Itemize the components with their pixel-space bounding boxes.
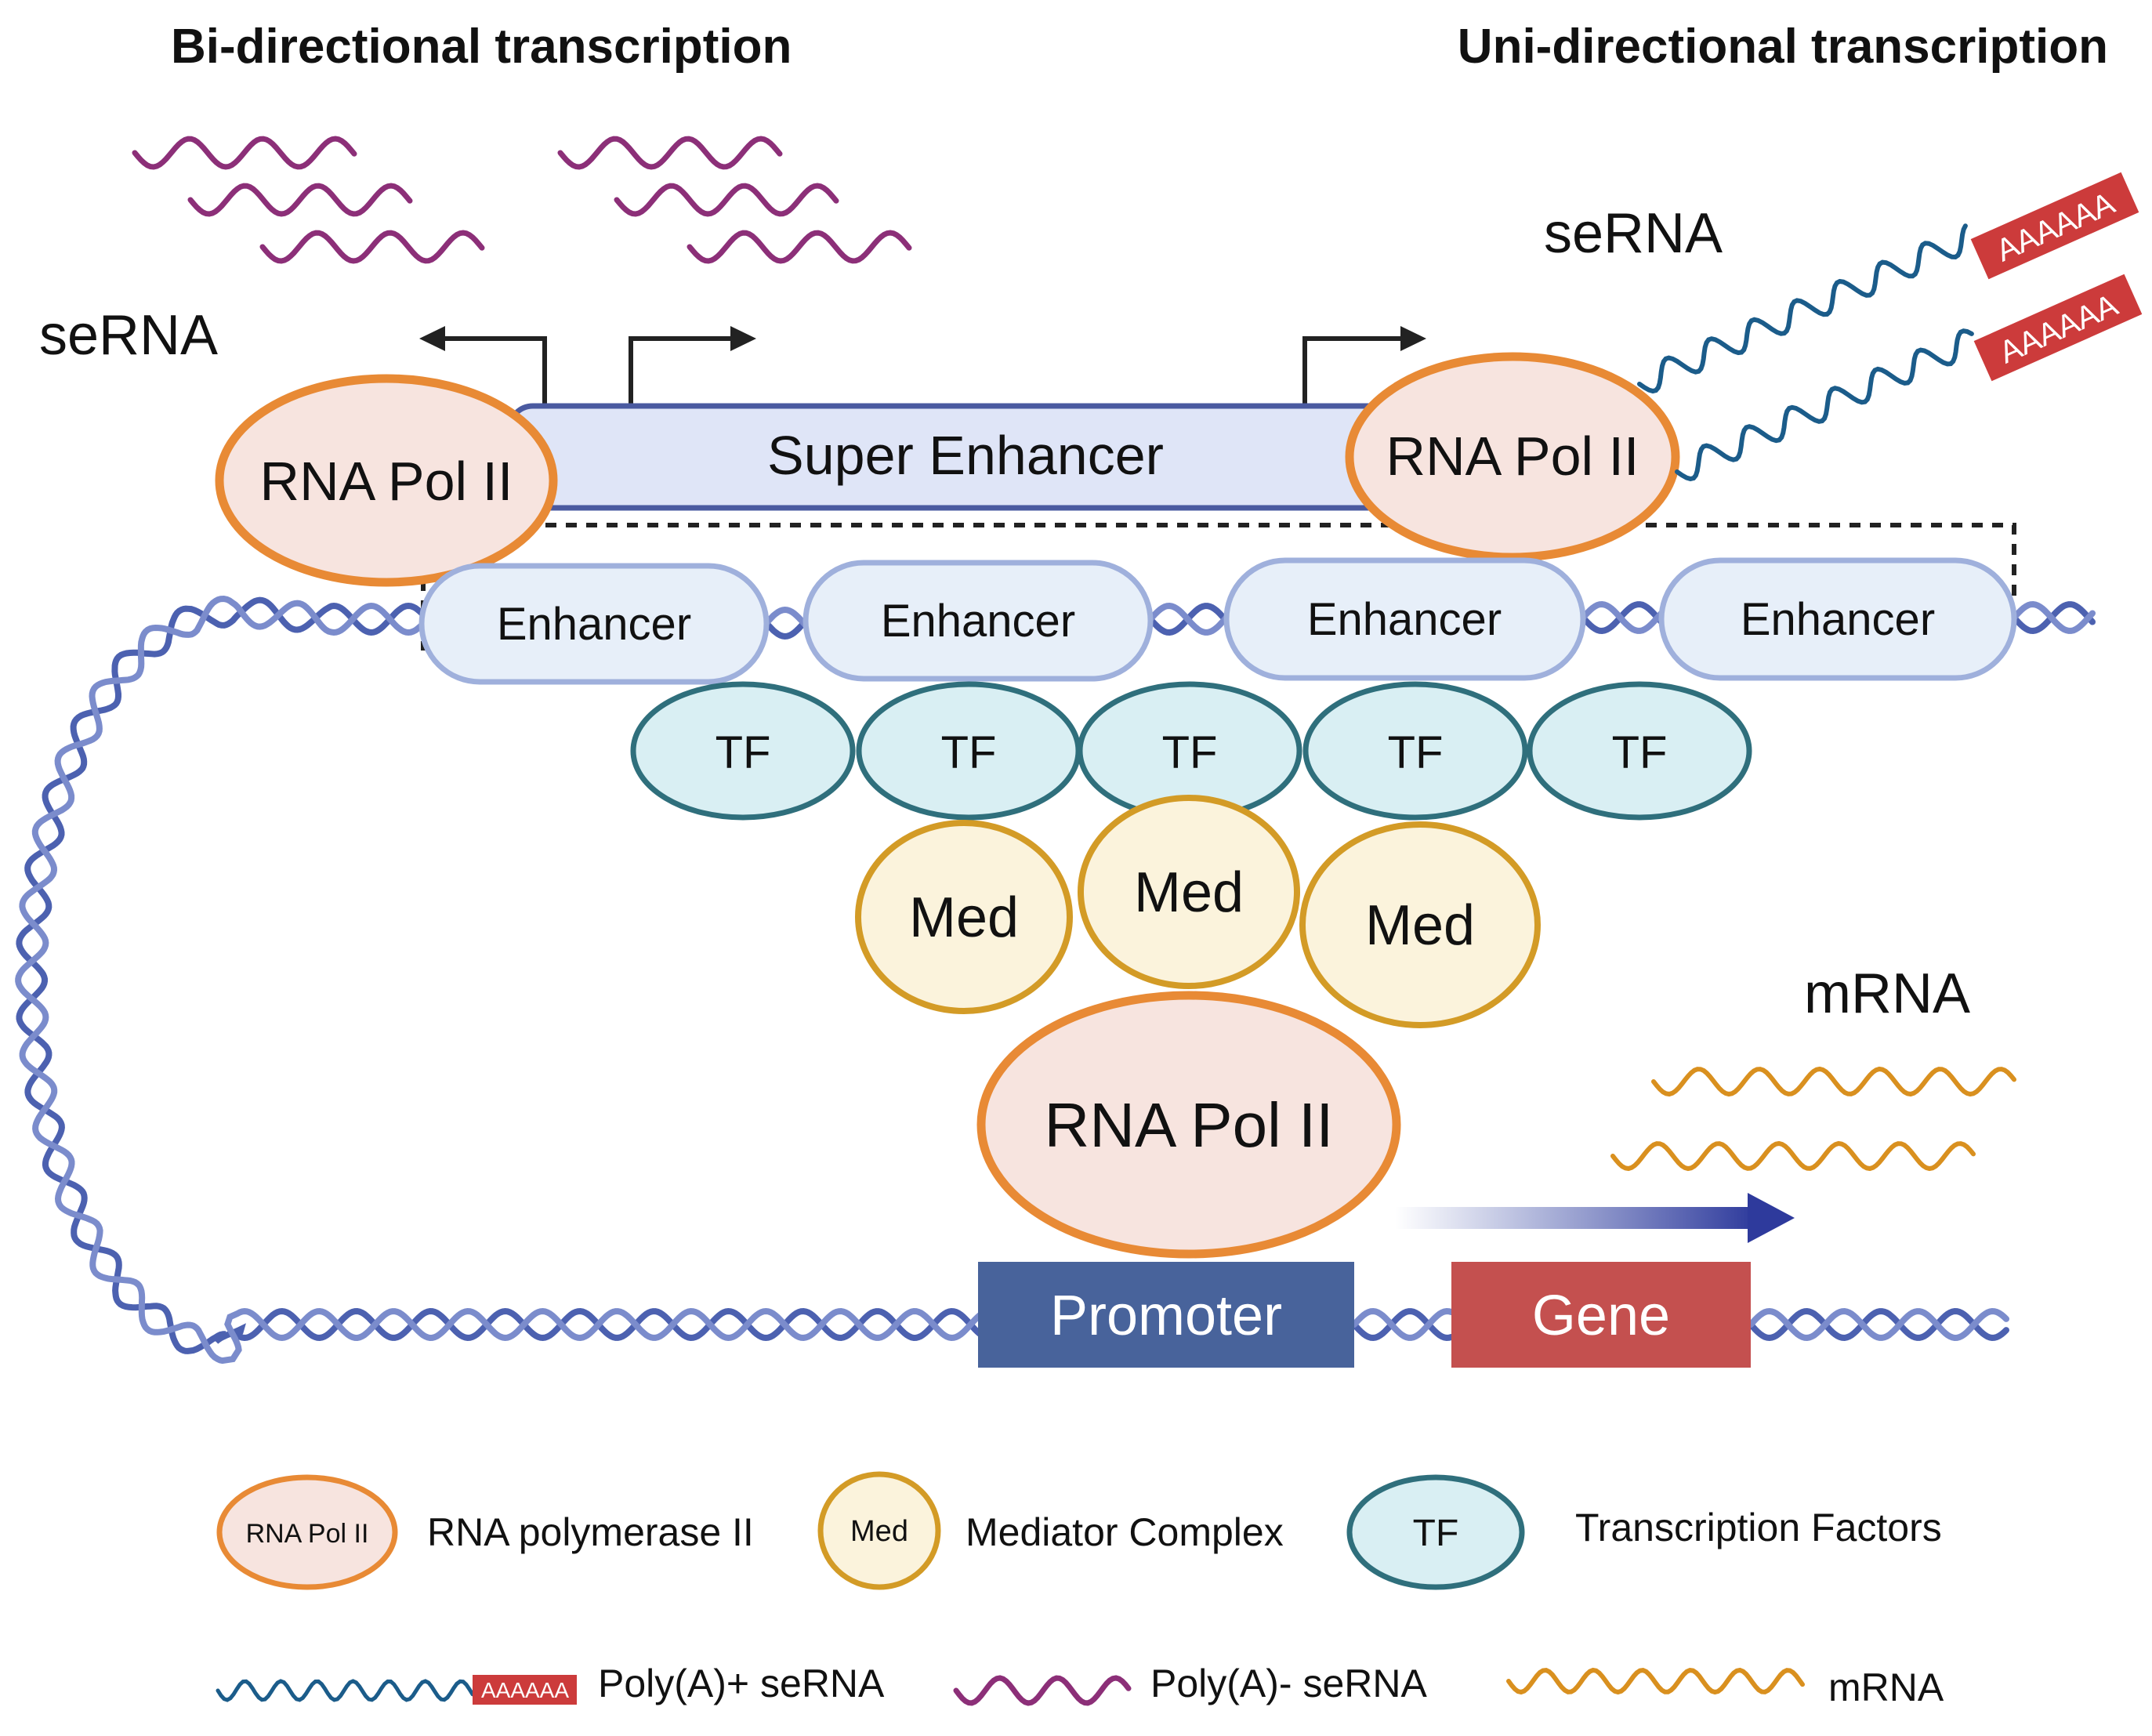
dna-right-end-strand-2 xyxy=(2011,600,2096,634)
tf-4: TF xyxy=(1302,681,1528,821)
promoter-box: Promoter xyxy=(978,1262,1354,1368)
gene-transcription-arrow xyxy=(1395,1193,1795,1243)
legend-polya-minus-label: Poly(A)- seRNA xyxy=(1150,1662,1427,1705)
serna-minus-wave-1 xyxy=(132,136,357,170)
polya-plus-serna-waves xyxy=(1637,223,1974,482)
rna-pol-ii-right-label: RNA Pol II xyxy=(1386,426,1639,487)
serna-minus-wave-6 xyxy=(687,230,912,264)
dna-loop-strand-1 xyxy=(16,596,983,1354)
enhancer-3: Enhancer xyxy=(1223,557,1586,681)
serna-minus-wave-5 xyxy=(614,183,839,217)
legend-rnapol: RNA Pol II RNA polymerase II xyxy=(216,1474,754,1590)
serna-left-label: seRNA xyxy=(39,304,218,367)
dna-enh-3-4-strand-2 xyxy=(1580,600,1665,634)
dna-enh-1-2-strand-1 xyxy=(763,618,809,640)
svg-text:Enhancer: Enhancer xyxy=(881,596,1075,647)
enhancer-1: Enhancer xyxy=(418,563,770,685)
serna-minus-wave-2 xyxy=(187,183,413,217)
tf-1: TF xyxy=(630,681,856,821)
svg-text:Med: Med xyxy=(1365,894,1475,957)
svg-text:TF: TF xyxy=(1612,727,1668,778)
svg-text:TF: TF xyxy=(716,727,771,778)
med-3: Med xyxy=(1299,821,1541,1028)
tf-3: TF xyxy=(1077,681,1302,821)
legend-polya-minus-wave xyxy=(953,1675,1132,1706)
legend-tf: TF Transcription Factors xyxy=(1346,1474,1942,1590)
legend-med-icon xyxy=(817,1471,941,1590)
mrna-wave-2 xyxy=(1610,1140,1976,1172)
rna-pol-ii-left-label: RNA Pol II xyxy=(260,451,513,512)
med-2: Med xyxy=(1078,795,1300,989)
serna-minus-wave-3 xyxy=(259,230,485,264)
dna-right-tail-strand-1 xyxy=(1748,1307,2009,1342)
svg-text:AAAAAA: AAAAAA xyxy=(481,1678,569,1702)
mrna-label: mRNA xyxy=(1804,962,1970,1025)
tf-5: TF xyxy=(1527,681,1752,821)
dna-promoter-gene-strand-1 xyxy=(1351,1308,1455,1342)
enhancer-4: Enhancer xyxy=(1658,557,2017,681)
super-enhancer-label: Super Enhancer xyxy=(767,425,1164,486)
svg-text:TF: TF xyxy=(1413,1513,1459,1554)
legend-polya-plus: AAAAAA Poly(A)+ seRNA xyxy=(216,1662,885,1705)
svg-text:Enhancer: Enhancer xyxy=(1741,594,1935,645)
legend-polya-tail-icon xyxy=(473,1675,577,1705)
legend-tf-icon xyxy=(1346,1474,1525,1590)
svg-text:TF: TF xyxy=(1162,727,1218,778)
gene-box: Gene xyxy=(1451,1262,1751,1368)
svg-text:Gene: Gene xyxy=(1532,1285,1670,1347)
svg-text:Med: Med xyxy=(909,886,1019,949)
svg-text:Med: Med xyxy=(850,1515,908,1548)
left-forward-arrow xyxy=(629,326,756,404)
serna-right-label: seRNA xyxy=(1544,202,1723,265)
svg-text:Promoter: Promoter xyxy=(1050,1285,1282,1347)
svg-text:Med: Med xyxy=(1134,861,1244,924)
mrna-waves xyxy=(1610,1066,2016,1172)
dna-helix xyxy=(15,595,2096,1365)
enhancer-2: Enhancer xyxy=(802,560,1154,682)
svg-text:TF: TF xyxy=(941,727,997,778)
legend-med-label: Mediator Complex xyxy=(966,1510,1284,1554)
rna-pol-ii-promoter: RNA Pol II xyxy=(976,991,1401,1259)
legend-rnapol-label: RNA polymerase II xyxy=(427,1510,754,1554)
rna-pol-ii-right: RNA Pol II xyxy=(1345,352,1680,562)
rna-pol-ii-left: RNA Pol II xyxy=(215,374,558,587)
legend-med: Med Mediator Complex xyxy=(817,1471,1284,1590)
med-1: Med xyxy=(855,820,1073,1014)
legend-polya-plus-wave xyxy=(216,1679,475,1702)
tf-2: TF xyxy=(856,681,1081,821)
legend-blue-wave-path xyxy=(216,1679,475,1702)
legend-rnapol-icon xyxy=(216,1474,398,1590)
super-enhancer-dashed-outline xyxy=(423,523,2016,603)
legend-orange-wave-path xyxy=(1506,1667,1805,1695)
svg-text:Enhancer: Enhancer xyxy=(1307,594,1502,645)
polya-tail-1: AAAAAA xyxy=(1970,172,2139,280)
dna-promoter-gene-strand-2 xyxy=(1351,1307,1455,1341)
title-unidirectional: Uni-directional transcription xyxy=(1458,20,2108,74)
legend-mrna: mRNA xyxy=(1506,1665,1944,1709)
dna-enh-1-2-strand-2 xyxy=(763,606,809,629)
svg-text:Enhancer: Enhancer xyxy=(497,599,691,650)
left-reverse-arrow xyxy=(419,326,547,404)
polya-minus-serna-waves xyxy=(132,136,912,264)
serna-plus-wave-2 xyxy=(1675,328,1974,482)
right-forward-arrow xyxy=(1302,326,1426,404)
mrna-wave-1 xyxy=(1651,1066,2016,1097)
polya-tail-2: AAAAAA xyxy=(1973,274,2143,382)
svg-text:RNA Pol II: RNA Pol II xyxy=(246,1519,369,1549)
serna-plus-wave-1 xyxy=(1637,223,1968,394)
legend-mrna-wave xyxy=(1506,1667,1805,1695)
svg-text:RNA Pol II: RNA Pol II xyxy=(1044,1090,1333,1160)
legend-polya-minus: Poly(A)- seRNA xyxy=(953,1662,1427,1706)
dna-enh-2-3-strand-2 xyxy=(1147,602,1230,636)
dna-right-tail-strand-2 xyxy=(1748,1307,2009,1342)
legend-polya-plus-label: Poly(A)+ seRNA xyxy=(598,1662,885,1705)
dna-loop-strand-2 xyxy=(15,595,983,1365)
legend-purple-wave-path xyxy=(953,1675,1132,1706)
title-bidirectional: Bi-directional transcription xyxy=(171,20,792,74)
svg-text:TF: TF xyxy=(1388,727,1444,778)
legend-tf-label: Transcription Factors xyxy=(1575,1506,1942,1549)
legend-mrna-label: mRNA xyxy=(1828,1665,1944,1709)
serna-minus-wave-4 xyxy=(557,136,783,170)
